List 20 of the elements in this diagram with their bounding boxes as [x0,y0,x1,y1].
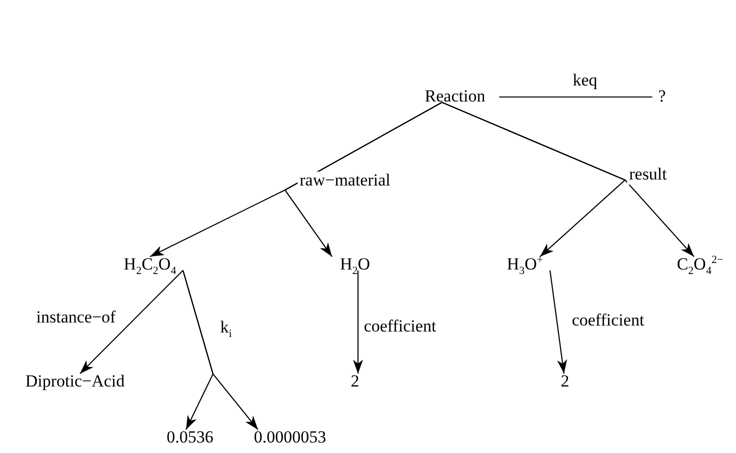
edge-label: keq [570,72,600,90]
arrow [80,270,184,374]
node-label: 2 [560,372,570,392]
node-label: H$_{3}$O$^{+}$ [506,256,544,274]
node-label: 2 [350,372,360,392]
edge-label: k$_{i}$ [218,318,234,338]
node-label: Reaction [424,88,486,106]
arrow [284,102,442,257]
node-label: Diprotic−Acid [25,372,125,392]
arrow [442,102,694,258]
node-label: 0.0000053 [254,428,326,448]
arrow [182,270,258,430]
arrow [353,270,363,374]
arrow [549,270,568,374]
node-label: H$_{2}$C$_{2}$O$_{4}$ [124,256,176,274]
node-label: ? [658,88,666,106]
connector-line [499,96,652,98]
node-label: 0.0536 [166,428,214,448]
edge-label: result [627,166,669,184]
node-label: H$_{2}$O [340,256,370,274]
